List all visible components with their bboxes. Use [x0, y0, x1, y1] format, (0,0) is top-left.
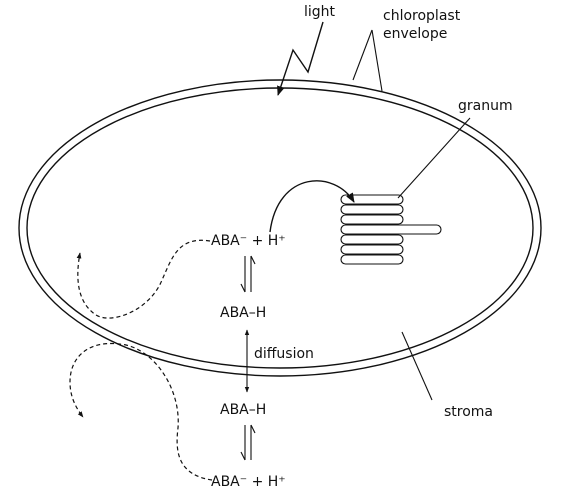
outer-membrane: [18, 79, 542, 377]
diffusion-label: diffusion: [254, 346, 314, 362]
equilibrium-arrows-top: [240, 255, 256, 293]
inner-membrane: [26, 87, 534, 369]
chloroplast-envelope: [18, 79, 542, 377]
equilibrium-arrows-bottom: [240, 424, 256, 461]
aba-ionized-bottom: ABA⁻ + H⁺: [211, 474, 286, 490]
stroma-leader: [401, 331, 433, 401]
light-arrow: [277, 21, 324, 96]
granum-leader: [397, 117, 471, 199]
dashed-path-upper: [76, 239, 211, 319]
envelope-leader-a: [352, 29, 373, 81]
aba-ionized-top: ABA⁻ + H⁺: [211, 233, 286, 249]
light-label: light: [304, 4, 336, 20]
aba-protonated-bottom: ABA–H: [220, 402, 266, 418]
granum: [340, 194, 442, 265]
stroma-label: stroma: [444, 404, 493, 420]
aba-protonated-top: ABA–H: [220, 305, 266, 321]
envelope-leader-b: [371, 29, 383, 92]
envelope-label-line2: envelope: [383, 26, 447, 42]
stroma-lamella: [340, 224, 442, 235]
envelope-label-line1: chloroplast: [383, 8, 461, 24]
dashed-path-lower: [69, 343, 213, 481]
granum-label: granum: [458, 98, 513, 114]
proton-arrow: [269, 180, 355, 233]
